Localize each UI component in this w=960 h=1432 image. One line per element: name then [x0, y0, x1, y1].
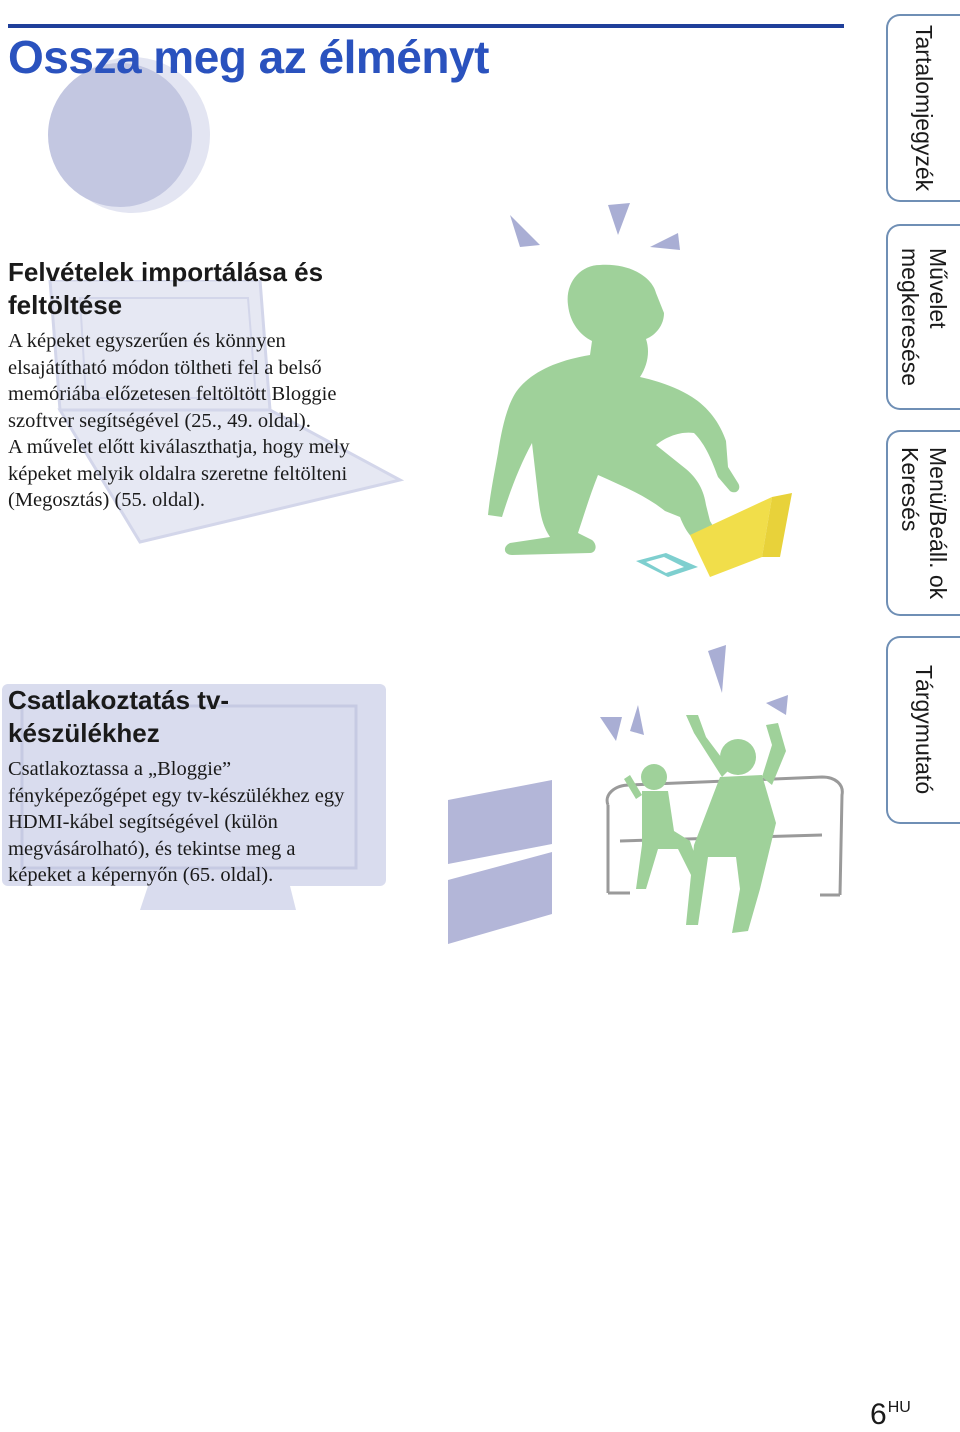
camera-icon: [636, 553, 698, 577]
tab-menu-settings-search[interactable]: Menü/Beáll. ok Keresés: [886, 430, 960, 616]
tab-operation-search[interactable]: Művelet megkeresése: [886, 224, 960, 410]
page-title: Ossza meg az élményt: [8, 31, 489, 83]
tab-label: Keresés: [897, 446, 923, 532]
section-body-tv-connection: Csatlakoztassa a „Bloggie” fényképezőgép…: [8, 758, 345, 886]
excitement-marks: [600, 645, 788, 741]
tab-label: megkeresése: [897, 247, 923, 387]
person-silhouette: [488, 264, 740, 555]
language-code: HU: [887, 1399, 911, 1416]
decorative-circles: [48, 57, 210, 213]
top-rule: [8, 24, 844, 28]
laptop-icon: [690, 493, 792, 577]
decorative-tv-background: [2, 684, 386, 910]
tab-index[interactable]: Tárgymutató: [886, 636, 960, 824]
tab-label: Tárgymutató: [911, 665, 937, 795]
tab-label: Művelet: [925, 247, 951, 329]
page-number: 6HU: [870, 1398, 911, 1431]
excitement-marks: [510, 203, 680, 250]
tab-label: Menü/Beáll. ok: [925, 446, 951, 600]
people-silhouettes: [624, 715, 786, 933]
illustration-people-cheering-on-sofa: [600, 645, 844, 933]
illustration-tv-screen: [448, 780, 552, 944]
illustration-person-with-laptop: [488, 203, 792, 577]
tab-label: Tartalomjegyzék: [911, 24, 937, 192]
section-body-import-upload: A képeket egyszerűen és könnyen elsajátí…: [8, 330, 350, 511]
decorative-laptop-background: [48, 280, 405, 544]
tab-table-of-contents[interactable]: Tartalomjegyzék: [886, 14, 960, 202]
section-heading-import-upload: Felvételek importálása és feltöltése: [8, 257, 324, 320]
section-heading-tv-connection: Csatlakoztatás tv- készülékhez: [8, 685, 230, 748]
